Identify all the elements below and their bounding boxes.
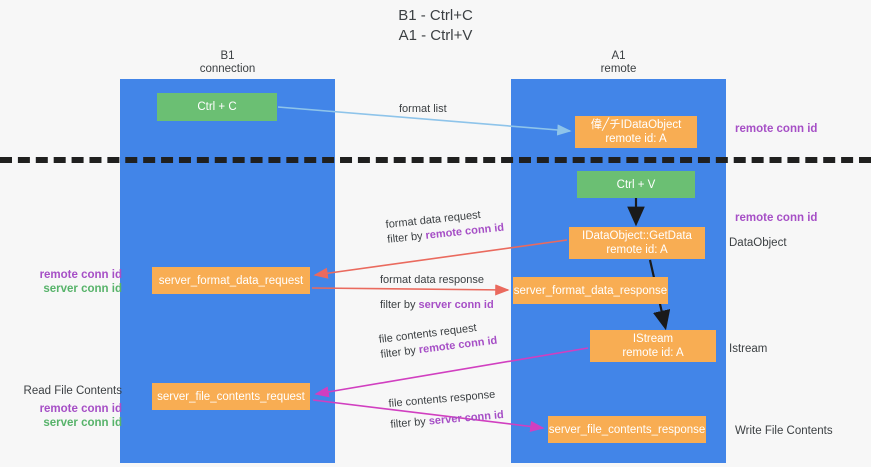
column-b1-sub: connection <box>199 63 256 75</box>
annotation-write-file-contents: Write File Contents <box>735 425 833 437</box>
edge-label-format-list-text: format list <box>399 103 447 115</box>
edge-label-format-data-response: format data response filter by server co… <box>380 273 494 313</box>
column-a1-sub: remote <box>600 63 637 75</box>
annotation-istream: Istream <box>729 343 768 355</box>
box-idataobject[interactable]: 偉╱チIDataObject remote id: A <box>575 116 697 148</box>
box-server-file-contents-request[interactable]: server_file_contents_request <box>152 383 310 410</box>
box-istream-line1: IStream <box>632 333 674 345</box>
column-header-b1: B1 connection <box>120 50 335 76</box>
annotation-left-server-conn-id-2: server conn id <box>43 417 122 429</box>
annotation-left-server-conn-id-1: server conn id <box>43 283 122 295</box>
box-ctrl-c-label: Ctrl + C <box>197 101 237 113</box>
edge-label-fdres-line1: format data response <box>380 274 484 286</box>
edge-label-format-data-request: format data request filter by remote con… <box>385 206 505 248</box>
annotation-remote-conn-id-mid: remote conn id <box>735 212 818 224</box>
annotation-dataobject: DataObject <box>729 237 787 249</box>
edge-label-fdreq-prefix: filter by <box>386 229 427 246</box>
edge-label-fdres-key: server conn id <box>418 299 494 311</box>
annotation-left-conn-ids-2: Read File Contents remote conn id server… <box>22 384 122 430</box>
column-a1-name: A1 <box>611 50 626 62</box>
edge-label-format-list: format list <box>399 102 447 117</box>
edge-label-fdres-prefix: filter by <box>380 299 419 311</box>
box-idataobject-line1: 偉╱チIDataObject <box>590 119 682 131</box>
annotation-left-conn-ids-1: remote conn id server conn id <box>22 268 122 296</box>
annotation-left-remote-conn-id-2: remote conn id <box>39 403 122 415</box>
box-sfc-request-label: server_file_contents_request <box>157 390 305 403</box>
box-sfd-response-label: server_format_data_response <box>513 284 668 297</box>
edge-label-file-contents-response: file contents response filter by server … <box>388 387 504 433</box>
phase-separator-dashed-line <box>0 157 871 163</box>
box-getdata-line2: remote id: A <box>606 244 668 256</box>
title-line-2: A1 - Ctrl+V <box>398 27 473 44</box>
box-ctrl-v-label: Ctrl + V <box>616 178 656 191</box>
diagram-title: B1 - Ctrl+C A1 - Ctrl+V <box>0 6 871 46</box>
box-idataobject-line2: remote id: A <box>605 133 667 145</box>
edge-label-fcres-prefix: filter by <box>389 415 430 431</box>
box-istream-line2: remote id: A <box>622 347 684 359</box>
annotation-left-remote-conn-id-1: remote conn id <box>39 269 122 281</box>
column-b1-name: B1 <box>220 50 235 62</box>
box-ctrl-v[interactable]: Ctrl + V <box>577 171 695 198</box>
edge-label-file-contents-request: file contents request filter by remote c… <box>378 319 498 363</box>
annotation-read-file-contents: Read File Contents <box>23 385 122 397</box>
edge-label-fcres-line2: filter by server conn id <box>390 408 505 433</box>
box-server-format-data-response[interactable]: server_format_data_response <box>513 277 668 304</box>
box-istream[interactable]: IStream remote id: A <box>590 330 716 362</box>
box-idataobject-getdata[interactable]: IDataObject::GetData remote id: A <box>569 227 705 259</box>
edge-label-fcres-key: server conn id <box>428 409 505 428</box>
box-sfd-request-label: server_format_data_request <box>158 274 304 287</box>
edge-label-fcreq-prefix: filter by <box>379 344 420 361</box>
box-server-file-contents-response[interactable]: server_file_contents_response <box>548 416 706 443</box>
title-line-1: B1 - Ctrl+C <box>398 7 473 24</box>
box-getdata-line1: IDataObject::GetData <box>582 230 692 242</box>
box-ctrl-c[interactable]: Ctrl + C <box>157 93 277 121</box>
column-header-a1: A1 remote <box>511 50 726 76</box>
box-sfc-response-label: server_file_contents_response <box>548 423 706 436</box>
box-server-format-data-request[interactable]: server_format_data_request <box>152 267 310 294</box>
edge-label-fdres-line2: filter by server conn id <box>380 298 494 313</box>
edge-label-fcres-line1: file contents response <box>388 388 496 410</box>
annotation-remote-conn-id-top: remote conn id <box>735 123 818 135</box>
